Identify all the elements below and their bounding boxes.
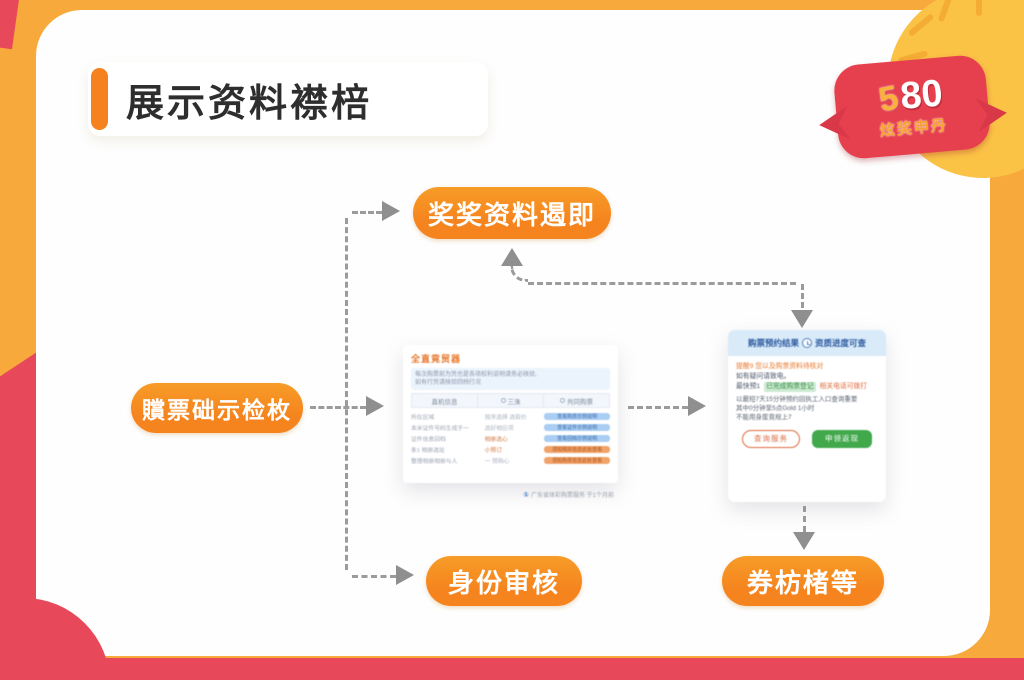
form-row: 整理相册相册与人 一 预购心 须知购票信息此处查看 [411,455,610,466]
form-row: 本米证件号码生成于一 选好相应项 查看证件示例说明 [411,422,610,433]
flow-node-award-info: 奖奖资料遏即 [413,187,611,239]
page-title: 展示资料襟棓 [126,82,373,125]
arrowhead-status-card [688,396,706,416]
connector-top-horizontal [528,282,796,285]
status-body: 提醒9 您以及购票资料待核对 如有疑问请致电。 最快预1 已完成购票登记 相关电… [728,356,886,448]
detail-button[interactable]: 查询服务 [742,430,800,448]
connector-vertical-line [345,218,348,570]
arrowhead-form-card [366,396,384,416]
anniversary-badge: 5 80 炫奖申丹 [832,53,992,161]
bottom-red-band [0,658,1024,680]
form-tab[interactable]: 共同购票 [544,394,609,407]
form-tab[interactable]: 直机信息 [412,394,478,407]
form-screenshot: 全直竟贸器 每次购票前为凭也是各项权利说明请务必核验, 如有行凭请核验回档行况 … [403,345,618,499]
arrowhead-down-status [791,310,813,328]
clock-icon [802,338,812,348]
form-rows: 所在区域 按序选择 选取价 查看购票示例说明 本米证件号码生成于一 选好相应项 … [411,411,610,466]
corner-red-decor [0,0,20,50]
connector-to-top-pill [352,211,382,214]
form-caption: ① 广东省体彩购票服务 于1个月前 [523,491,614,500]
sun-ray [976,0,982,16]
status-paragraph: 以最短7天15分钟预约回执工入口查询重要 其中0分钟至5点Gold 1小时 不能… [736,396,858,421]
sun-ray [937,0,953,23]
form-tab[interactable]: 三洙 [478,394,544,407]
status-progress-line: 最快预1 已完成购票登记 相关电话可拨打 [736,382,868,392]
form-row: 所在区域 按序选择 选取价 查看购票示例说明 [411,411,610,422]
status-badge: 已完成购票登记 [764,382,816,392]
radio-icon [560,398,565,403]
arrowhead-bottom-pill [396,565,414,585]
badge-prefix: 5 [876,78,902,119]
brand-mark-icon: ① [523,491,529,499]
connector-curve [510,266,528,282]
flow-node-identity-review: 身份审核 [426,556,582,606]
form-highlight-button[interactable]: 须知购票信息此处查看 [544,457,610,464]
connector-left-to-form [310,406,366,409]
arrowhead-top-pill [382,201,400,221]
flow-node-ticket-check: 贘票础示检枚 [131,383,303,433]
connector-top-elbow [801,284,804,308]
status-alert-line: 提醒9 您以及购票资料待核对 [736,363,824,370]
connector-form-to-status [628,406,688,409]
title-box: 展示资料襟棓 [88,62,488,136]
form-link-button[interactable]: 查看证件示例说明 [544,424,610,431]
form-notice-line: 如有行凭请核验回档行况 [415,380,482,386]
radio-icon [500,398,506,403]
flow-node-coupon-grade: 券枋楮等 [722,556,884,606]
form-title: 全直竟贸器 [411,354,462,364]
form-highlight-button[interactable]: 须知相关信息此处查看 [544,446,610,453]
form-row: 条1 相册选址 小预订 须知相关信息此处查看 [411,444,610,455]
form-tabs: 直机信息 三洙 共同购票 [411,393,610,408]
status-info-line: 如有疑问请致电。 [736,373,791,380]
connector-to-bottom-pill [352,575,396,578]
connector-status-to-pill [803,506,806,532]
claim-button[interactable]: 申领返现 [812,430,872,448]
form-notice-line: 每次购票前为凭也是各项权利说明请务必核验, [415,372,537,378]
form-notice: 每次购票前为凭也是各项权利说明请务必核验, 如有行凭请核验回档行况 [411,368,610,390]
badge-number: 80 [898,71,945,118]
status-header: 购票预约结果 资质进度可查 [728,330,886,356]
title-accent-bar [91,68,108,130]
status-screenshot: 购票预约结果 资质进度可查 提醒9 您以及购票资料待核对 如有疑问请致电。 最快… [728,330,886,502]
form-link-button[interactable]: 查看回档示例说明 [544,435,610,442]
arrowhead-down-bottom-right [793,532,815,550]
arrowhead-up-top-pill [501,248,523,266]
badge-number-row: 5 80 [876,71,945,119]
status-buttons: 查询服务 申领返现 [736,422,878,448]
form-row: 证件信息回档 相册选心 查看回档示例说明 [411,433,610,444]
form-link-button[interactable]: 查看购票示例说明 [544,413,610,420]
